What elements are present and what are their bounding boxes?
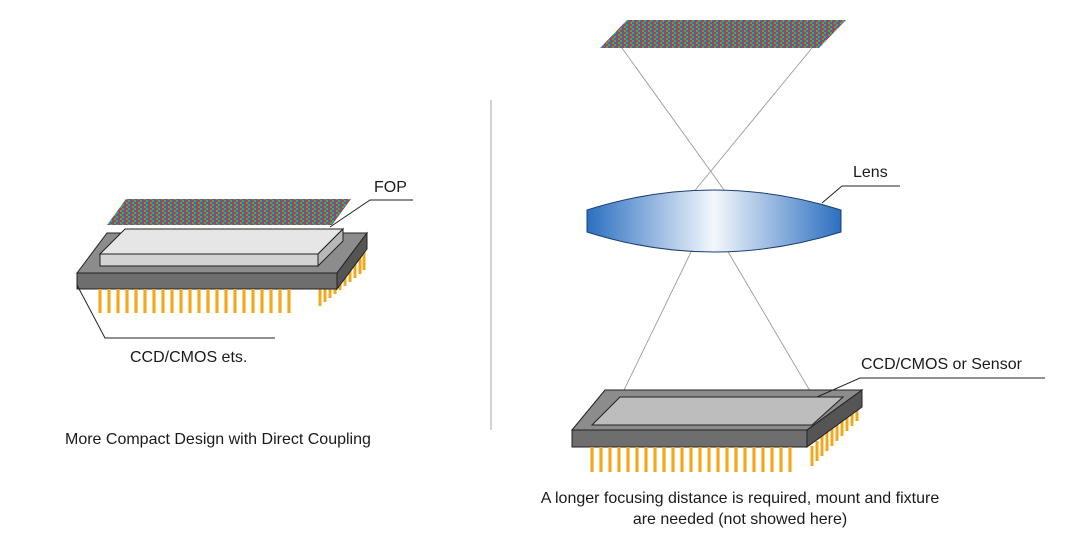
left-chip-front bbox=[76, 272, 338, 290]
lens-element bbox=[586, 189, 842, 253]
right-image-plane bbox=[600, 20, 846, 48]
right-sensor-label: CCD/CMOS or Sensor bbox=[861, 356, 1022, 373]
right-chip-window bbox=[590, 396, 845, 426]
fop-leader-line bbox=[329, 199, 413, 228]
right-chip-front bbox=[571, 429, 808, 448]
left-caption: More Compact Design with Direct Coupling bbox=[65, 431, 371, 448]
left-sensor-leader-line bbox=[76, 284, 275, 339]
left-chip-front-pins bbox=[98, 289, 291, 313]
fop-block-side bbox=[317, 227, 344, 268]
lens-leader-line bbox=[821, 185, 900, 204]
right-chip-front-pins bbox=[590, 447, 792, 472]
fop-block-front bbox=[99, 253, 319, 267]
light-rays bbox=[621, 47, 814, 397]
right-chip-side bbox=[806, 389, 863, 448]
left-sensor-assembly bbox=[76, 199, 368, 313]
right-sensor-assembly bbox=[570, 389, 864, 472]
right-caption: A longer focusing distance is required, … bbox=[500, 488, 980, 530]
fop-block-top bbox=[98, 228, 345, 255]
right-caption-line-1: A longer focusing distance is required, … bbox=[540, 490, 940, 507]
left-sensor-label: CCD/CMOS ets. bbox=[130, 349, 248, 366]
right-caption-line-2: are needed (not showed here) bbox=[632, 511, 848, 528]
left-chip-side bbox=[336, 231, 368, 291]
lens-label: Lens bbox=[853, 164, 888, 181]
right-sensor-leader-line bbox=[816, 377, 1045, 398]
left-image-plane bbox=[107, 199, 351, 225]
fop-label: FOP bbox=[374, 179, 407, 196]
